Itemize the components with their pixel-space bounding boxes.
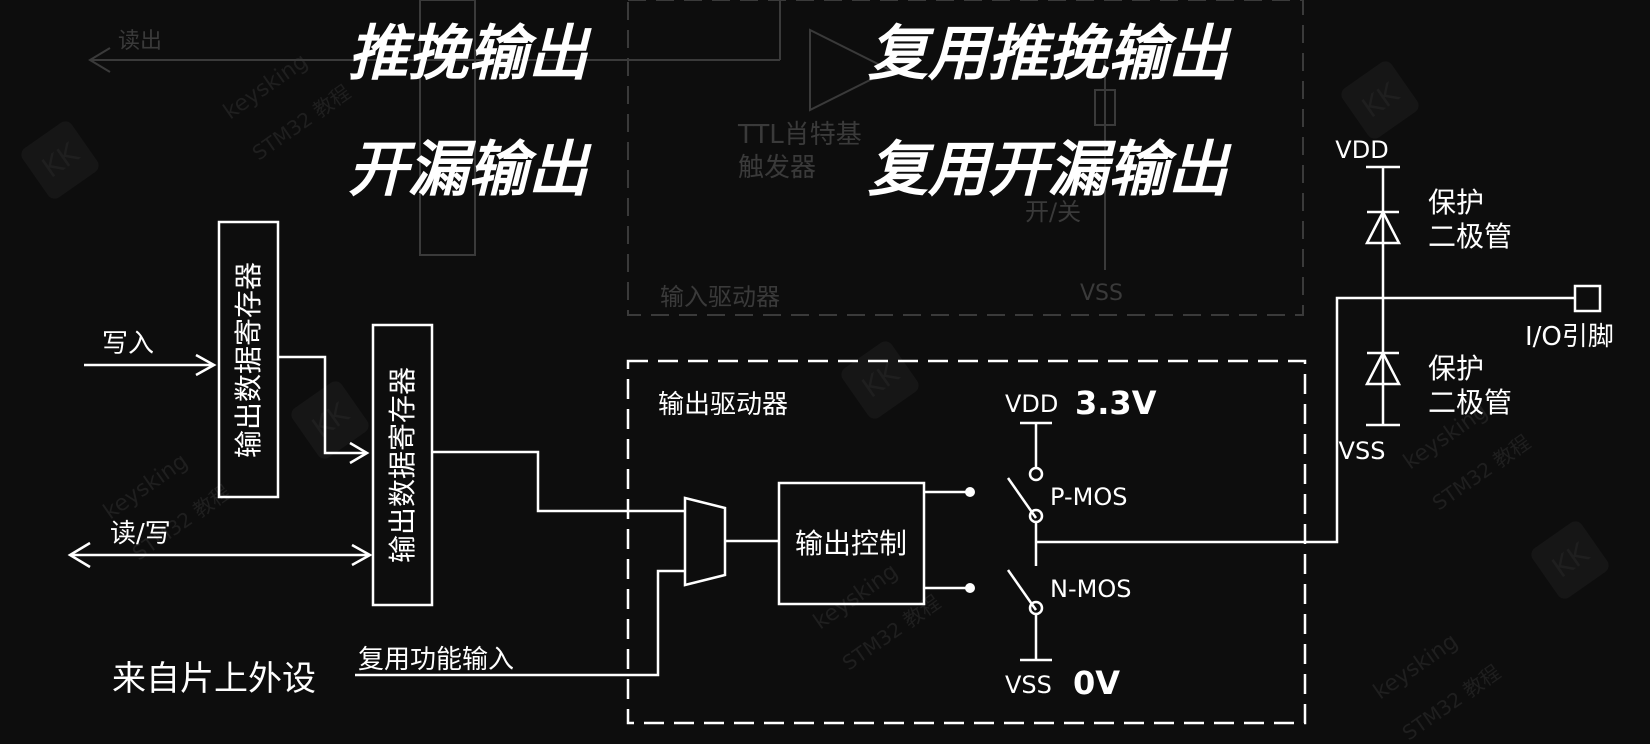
diode1-triangle [1364, 209, 1402, 245]
right-vdd-label: VDD [1335, 136, 1388, 164]
faint-register-box [419, 0, 476, 256]
pmos-label: P-MOS [1050, 483, 1127, 511]
input-stage-faint [88, 0, 1304, 316]
output-control-box [777, 481, 926, 606]
schmitt-label: TTL肖特基 [737, 120, 862, 150]
schmitt-label-2: 触发器 [738, 153, 816, 183]
diode1-label-2: 二极管 [1428, 220, 1512, 253]
reg2-to-mux-line [432, 450, 685, 513]
output-driver-label: 输出驱动器 [658, 390, 788, 420]
mode-af-push-pull: 复用推挽输出 [868, 19, 1232, 89]
diode1-label-1: 保护 [1428, 186, 1484, 219]
schmitt-trigger-shape [809, 28, 893, 112]
reg1-to-reg2-line [278, 355, 367, 455]
register-2-label: 输出数据寄存器 [386, 367, 419, 563]
faint-switch-label: 开/关 [1025, 198, 1081, 226]
pmos-gate-dot [965, 487, 975, 497]
output-data-register-1 [217, 220, 280, 499]
circuit-wires [67, 165, 1602, 725]
io-pin-square [1573, 284, 1602, 313]
input-driver-box [627, 0, 1304, 316]
pmos-top-contact [1028, 466, 1044, 482]
read-out-label: 读出 [118, 29, 162, 54]
faint-vss-label: VSS [1080, 281, 1123, 306]
driver-vss-label: VSS [1005, 671, 1052, 699]
output-data-register-2 [371, 323, 434, 607]
read-out-arrow [88, 47, 111, 73]
alt-function-input-label: 复用功能输入 [358, 645, 514, 675]
driver-vdd-value: 3.3V [1075, 384, 1157, 422]
register-1-label: 输出数据寄存器 [232, 262, 265, 458]
nmos-gate-dot [965, 583, 975, 593]
from-peripheral-label: 来自片上外设 [112, 659, 316, 699]
alt-function-line [355, 569, 685, 677]
nmos-label: N-MOS [1050, 575, 1131, 603]
reg1-to-reg2-arrow [349, 441, 370, 465]
mode-open-drain: 开漏输出 [348, 135, 592, 205]
output-control-label: 输出控制 [795, 527, 907, 560]
write-arrow [195, 353, 217, 377]
input-driver-label: 输入驱动器 [660, 283, 780, 311]
diode2-label-2: 二极管 [1428, 386, 1512, 419]
io-pin-label: I/O引脚 [1525, 322, 1614, 352]
read-write-label: 读/写 [110, 519, 171, 549]
diode2-triangle [1364, 350, 1402, 386]
mode-push-pull: 推挽输出 [348, 19, 592, 89]
write-label: 写入 [102, 329, 154, 359]
diode2-label-1: 保护 [1428, 352, 1484, 385]
watermark-logo [1531, 521, 1609, 599]
watermark-logo [21, 121, 99, 199]
read-write-arrow-left [67, 541, 91, 569]
driver-vdd-label: VDD [1005, 390, 1058, 418]
watermark-logo [1341, 61, 1419, 139]
mux-shape [683, 496, 727, 587]
read-write-arrow-right [351, 543, 373, 567]
mode-af-open-drain: 复用开漏输出 [868, 135, 1232, 205]
faint-resistor [1094, 89, 1116, 126]
output-to-pin-line [1036, 296, 1575, 544]
right-vss-label: VSS [1339, 437, 1386, 465]
driver-vss-value: 0V [1073, 664, 1120, 702]
watermark-logo [291, 381, 369, 459]
